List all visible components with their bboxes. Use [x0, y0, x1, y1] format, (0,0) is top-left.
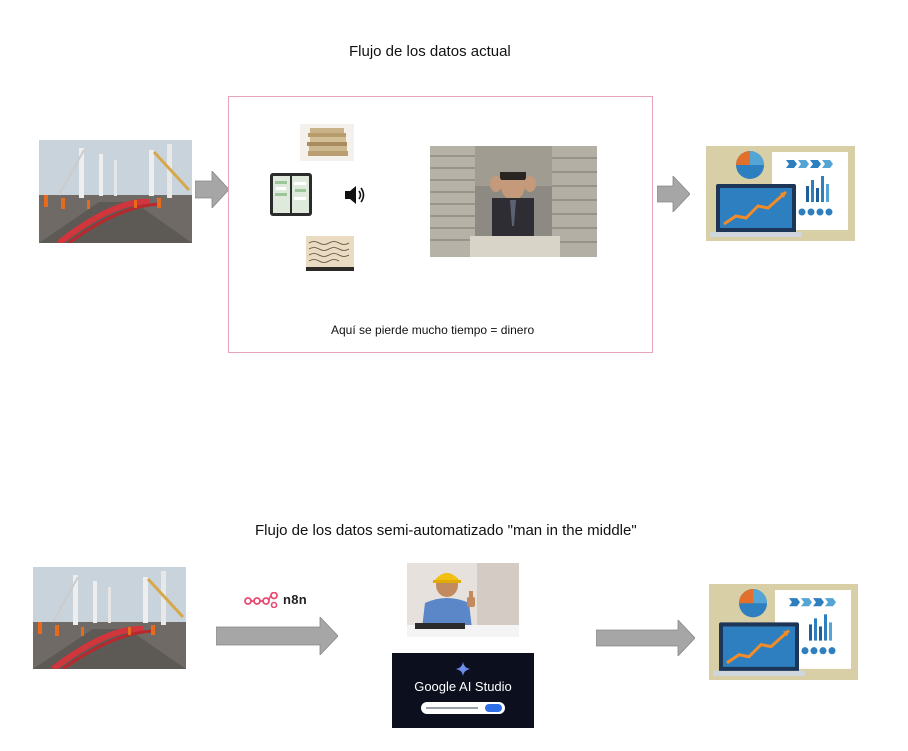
google-ai-studio-title: Google AI Studio [414, 679, 512, 694]
speaker-icon [335, 176, 373, 214]
flow-arrow [657, 176, 690, 212]
construction-photo [39, 140, 192, 243]
chat-screenshots [270, 173, 312, 216]
prompt-input[interactable] [421, 702, 505, 714]
prompt-placeholder-line [426, 707, 478, 709]
current-flow-title: Flujo de los datos actual [349, 43, 511, 60]
analytics-dashboard-illustration [709, 584, 858, 680]
n8n-label: n8n [283, 592, 308, 607]
engineer-thumbs-up-photo [407, 563, 519, 637]
semi-automated-flow-title: Flujo de los datos semi-automatizado "ma… [255, 522, 637, 539]
overwhelmed-worker-photo [430, 146, 597, 257]
google-ai-studio-card: Google AI Studio [392, 653, 534, 728]
run-button[interactable] [485, 704, 502, 712]
paper-stack-photo [300, 124, 354, 161]
analytics-dashboard-illustration [706, 146, 855, 241]
manual-process-frame [228, 96, 653, 353]
flow-arrow [195, 171, 229, 208]
handwritten-note-photo [306, 236, 354, 271]
n8n-icon [244, 592, 278, 608]
time-loss-caption: Aquí se pierde mucho tiempo = dinero [331, 323, 535, 337]
sparkle-icon [456, 662, 470, 676]
flow-arrow [216, 617, 338, 655]
construction-photo [33, 567, 186, 669]
flow-arrow [596, 620, 695, 656]
n8n-logo: n8n [244, 590, 308, 610]
